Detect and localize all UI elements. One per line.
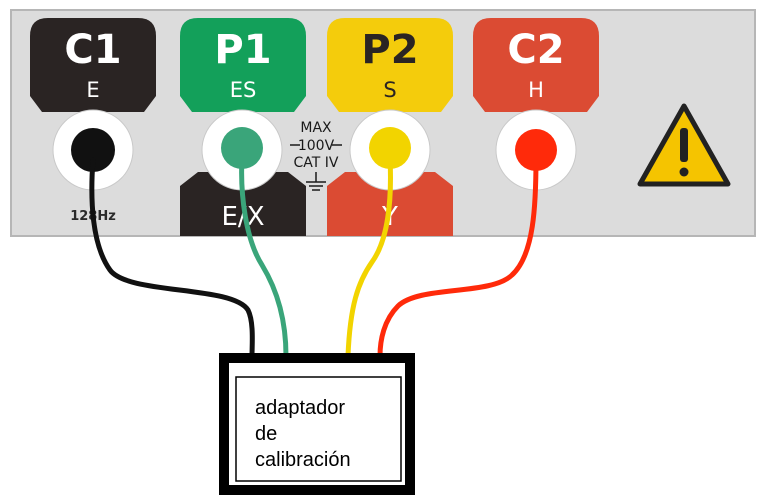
wire-c2: [377, 155, 539, 359]
jack-c1: [52, 109, 134, 191]
terminal-p1-name: P1: [214, 27, 271, 73]
wire-p2: [345, 155, 393, 359]
warning-triangle-icon: [637, 103, 731, 187]
terminal-c2-sub: H: [528, 78, 544, 102]
terminal-p2-tab: [327, 18, 453, 112]
ground-icon: [306, 172, 326, 191]
jack-c2: [495, 109, 577, 191]
jack-p1: [201, 109, 283, 191]
adapter-label-panel: [235, 376, 402, 482]
wire-c1: [89, 157, 255, 359]
adapter-label-line3: calibración: [255, 449, 351, 471]
terminal-c1-sub: E: [86, 78, 99, 102]
terminal-p2-sub: S: [383, 78, 396, 102]
terminal-c2-tab: [473, 18, 599, 112]
adapter-label-line1: adaptador: [255, 397, 345, 419]
jack-p2: [349, 109, 431, 191]
adapter-label-line2: de: [255, 423, 277, 445]
terminal-p1-tab: [180, 18, 306, 112]
wire-p1: [239, 155, 289, 359]
rating-category: CAT IV: [294, 155, 339, 171]
terminal-p1-sub: ES: [230, 78, 257, 102]
terminal-c1-name: C1: [64, 27, 121, 73]
rating-voltage: 100V: [298, 138, 335, 154]
terminal-c2-name: C2: [507, 27, 564, 73]
terminal-p2-name: P2: [361, 27, 418, 73]
rating-max: MAX: [300, 120, 332, 136]
terminal-c1-tab: [30, 18, 156, 112]
